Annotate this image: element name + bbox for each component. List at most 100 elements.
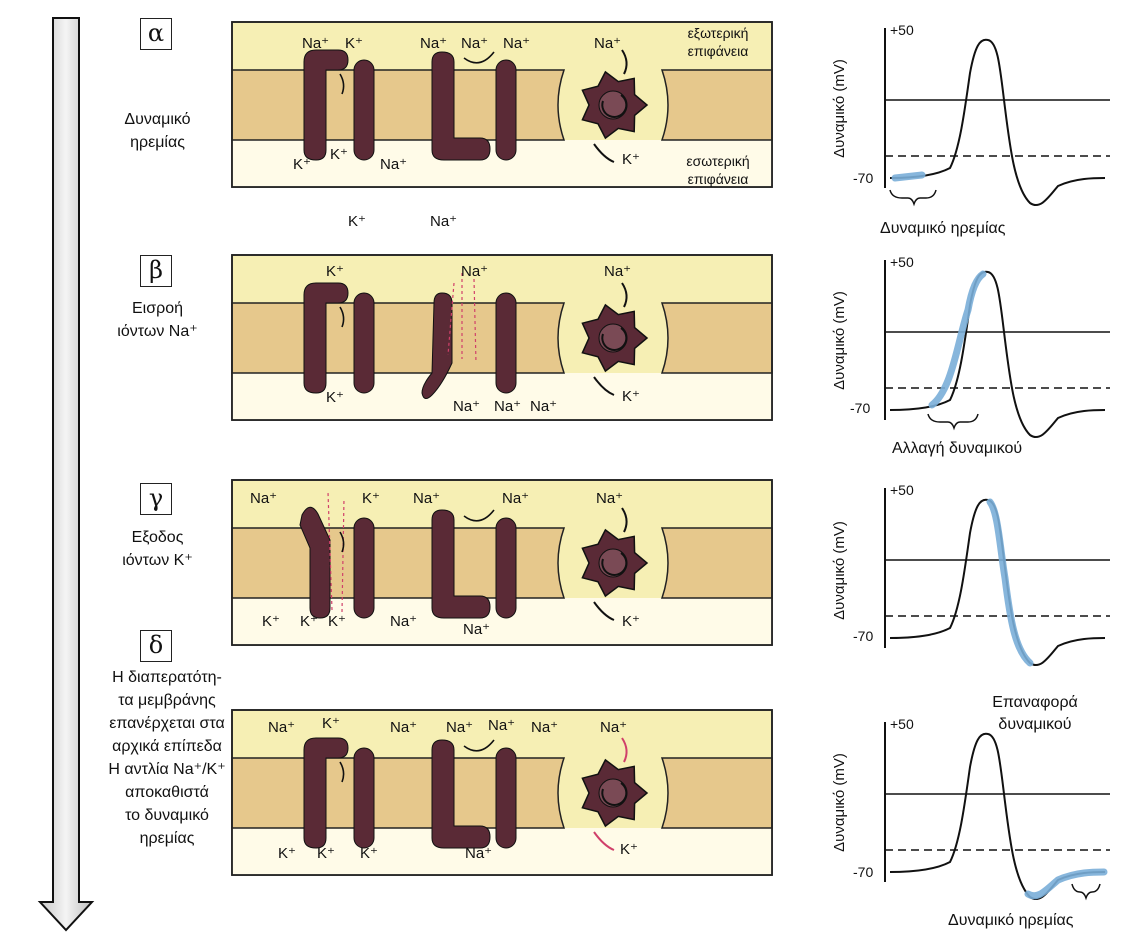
- pump-arrow-na-out: [621, 49, 628, 75]
- ion-label: Na⁺: [390, 719, 418, 736]
- lipid-bilayer: [660, 302, 773, 374]
- ion-label: K⁺: [326, 389, 344, 406]
- time-brace: [1071, 883, 1101, 901]
- membrane-panel-k-efflux: [231, 479, 773, 646]
- k-channel-subunit: [353, 747, 375, 849]
- sodium-potassium-pump: [581, 70, 649, 140]
- k-channel-subunit: [353, 292, 375, 394]
- y-axis-bottom-tick: -70: [850, 400, 871, 416]
- ion-label: K⁺: [622, 151, 640, 168]
- membrane-panel-recovery: [231, 709, 773, 876]
- na-channel-gated: [431, 51, 491, 161]
- membrane-panel-resting: [231, 21, 773, 188]
- step-beta-label: β: [140, 255, 172, 287]
- ion-label: Na⁺: [430, 213, 458, 230]
- y-axis-bottom-tick: -70: [853, 170, 874, 186]
- ion-label: Na⁺: [494, 398, 522, 415]
- ion-label: K⁺: [300, 613, 318, 630]
- channel-arrow: [463, 51, 495, 64]
- pump-arrow-k-in: [593, 601, 615, 621]
- ion-label: Na⁺: [465, 845, 493, 862]
- membrane-panel-na-influx: [231, 254, 773, 421]
- ion-label: Na⁺: [531, 719, 559, 736]
- y-axis-top-tick: +50: [890, 254, 914, 270]
- ion-label: K⁺: [362, 490, 380, 507]
- ion-label: Na⁺: [594, 35, 622, 52]
- ion-label: K⁺: [330, 146, 348, 163]
- channel-arrow: [339, 73, 345, 95]
- lipid-bilayer: [660, 69, 773, 141]
- y-axis-label: Δυναμικό (mV): [830, 521, 848, 620]
- highlight-segment: [891, 171, 926, 182]
- pump-arrow-k-in: [593, 143, 615, 163]
- channel-arrow: [339, 761, 345, 783]
- y-axis-top-tick: +50: [890, 482, 914, 498]
- k-efflux-arrow: [341, 497, 345, 613]
- sodium-potassium-pump: [581, 758, 649, 828]
- k-channel-gated: [303, 737, 349, 849]
- k-channel-gated: [303, 282, 349, 394]
- na-influx-arrow: [473, 278, 477, 364]
- ion-label: Na⁺: [461, 263, 489, 280]
- na-channel-subunit: [495, 292, 517, 394]
- pump-arrow-na-out: [621, 507, 628, 533]
- highlight-segment: [928, 270, 987, 409]
- graph-caption-resting-final: Δυναμικό ηρεμίας: [948, 912, 1074, 929]
- ion-label: Na⁺: [461, 35, 489, 52]
- time-brace: [927, 413, 979, 431]
- ion-label: Na⁺: [604, 263, 632, 280]
- ion-label: Na⁺: [420, 35, 448, 52]
- pump-arrow-na-out: [621, 737, 628, 763]
- step-alpha-label: α: [140, 18, 172, 50]
- lipid-bilayer: [660, 757, 773, 829]
- na-channel-subunit: [495, 59, 517, 161]
- action-potential-curve: [889, 270, 1106, 438]
- ion-label: Na⁺: [268, 719, 296, 736]
- ion-label: K⁺: [360, 845, 378, 862]
- ion-label: Na⁺: [530, 398, 558, 415]
- y-axis-top-tick: +50: [890, 22, 914, 38]
- ion-label: K⁺: [620, 841, 638, 858]
- y-axis-label: Δυναμικό (mV): [830, 291, 848, 390]
- ion-label: K⁺: [328, 613, 346, 630]
- ion-label: K⁺: [293, 156, 311, 173]
- ion-label: K⁺: [326, 263, 344, 280]
- na-channel-subunit: [495, 517, 517, 619]
- ion-label: K⁺: [622, 388, 640, 405]
- sodium-potassium-pump: [581, 303, 649, 373]
- ion-label: Na⁺: [413, 490, 441, 507]
- graph-caption-resting: Δυναμικό ηρεμίας: [880, 220, 1006, 237]
- ion-label: Na⁺: [596, 490, 624, 507]
- highlight-segment: [1024, 868, 1108, 900]
- y-axis-bottom-tick: -70: [853, 628, 874, 644]
- pump-arrow-k-in: [593, 831, 615, 851]
- ion-label: K⁺: [348, 213, 366, 230]
- channel-arrow: [463, 739, 495, 752]
- ion-label: Na⁺: [453, 398, 481, 415]
- action-potential-graph-recovery: [884, 722, 1110, 901]
- ion-label: Na⁺: [446, 719, 474, 736]
- na-channel-gated: [431, 509, 491, 619]
- ion-label: K⁺: [345, 35, 363, 52]
- y-axis-label: Δυναμικό (mV): [830, 59, 848, 158]
- ion-label: Na⁺: [463, 621, 491, 638]
- pump-arrow-na-out: [621, 282, 628, 308]
- y-axis-bottom-tick: -70: [853, 864, 874, 880]
- graph-caption-potential-change: Αλλαγή δυναμικού: [892, 440, 1023, 457]
- ion-label: Na⁺: [503, 35, 531, 52]
- channel-arrow: [339, 306, 345, 328]
- ion-label: Na⁺: [390, 613, 418, 630]
- sodium-potassium-pump: [581, 528, 649, 598]
- time-brace: [889, 189, 937, 207]
- step-delta-label: δ: [140, 630, 172, 662]
- pump-arrow-k-in: [593, 376, 615, 396]
- ion-label: Na⁺: [600, 719, 628, 736]
- k-channel-subunit: [353, 517, 375, 619]
- ion-label: K⁺: [622, 613, 640, 630]
- step-delta-desc: Η διαπερατότη-τα μεμβράνης επανέρχεται σ…: [108, 669, 226, 847]
